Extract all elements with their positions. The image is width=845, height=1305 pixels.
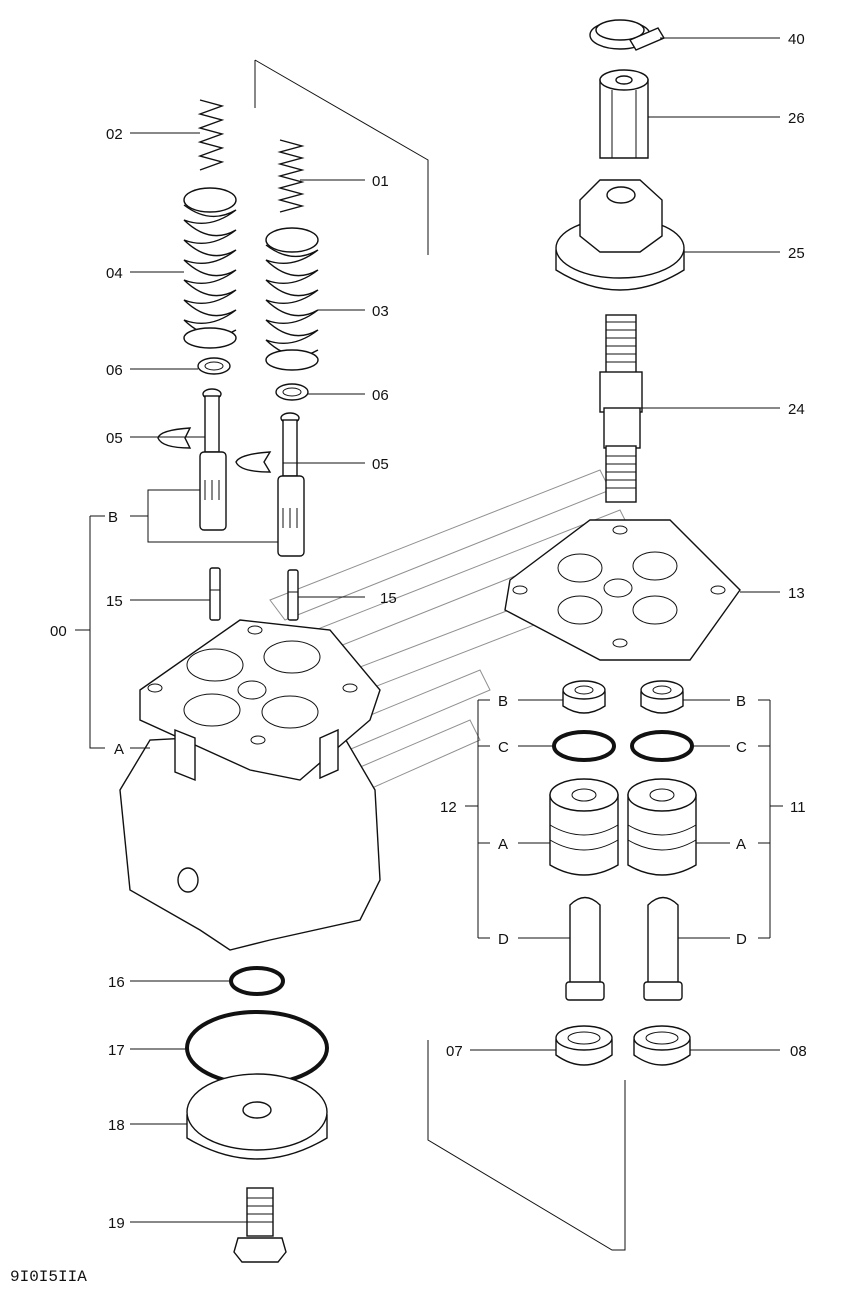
part-15-pin-left (209, 567, 221, 621)
callout-19: 19 (108, 1215, 125, 1232)
part-24-universal-joint (599, 314, 643, 503)
valve-casing (119, 619, 381, 951)
callout-24: 24 (788, 401, 805, 418)
callout-c-12: C (498, 739, 509, 756)
callout-12: 12 (440, 799, 457, 816)
spool-d-left (565, 896, 605, 1001)
part-02-small-spring (197, 99, 225, 171)
part-05-clip-left (157, 427, 192, 449)
callout-18: 18 (108, 1117, 125, 1134)
part-19-bolt (233, 1187, 287, 1263)
callout-26: 26 (788, 110, 805, 127)
callout-b-12: B (498, 693, 508, 710)
callout-01: 01 (372, 173, 389, 190)
callout-17: 17 (108, 1042, 125, 1059)
part-40-hose-clamp (589, 19, 666, 51)
part-01-small-spring (277, 139, 305, 213)
pusher-left (199, 388, 227, 531)
part-16-o-ring (229, 966, 285, 996)
callout-40: 40 (788, 31, 805, 48)
leader-lines (75, 37, 783, 1223)
part-06-washer-right (275, 383, 309, 401)
part-25-disc-nut (555, 179, 685, 291)
callout-a-11: A (736, 836, 746, 853)
spool-d-right (643, 896, 683, 1001)
callout-b-11: B (736, 693, 746, 710)
callout-00: 00 (50, 623, 67, 640)
part-04-large-spring (183, 187, 237, 349)
callout-15-right: 15 (380, 590, 397, 607)
part-08-nut (633, 1025, 691, 1066)
part-05-clip-right (235, 451, 272, 473)
callout-d-12: D (498, 931, 509, 948)
seat-b-right (640, 680, 684, 714)
callout-07: 07 (446, 1043, 463, 1060)
part-06-washer-left (197, 357, 231, 375)
part-15-pin-right (287, 569, 299, 621)
group-bracket-lines (254, 59, 626, 1251)
callout-a-left: A (114, 741, 124, 758)
part-18-cover-disc (186, 1073, 328, 1160)
part-17-o-ring (185, 1010, 329, 1086)
callout-02: 02 (106, 126, 123, 143)
callout-13: 13 (788, 585, 805, 602)
callout-16: 16 (108, 974, 125, 991)
part-03-large-spring (265, 227, 319, 371)
callout-06-right: 06 (372, 387, 389, 404)
callout-25: 25 (788, 245, 805, 262)
o-ring-c-left (552, 730, 616, 762)
figure-id: 9I0I5IIA (10, 1268, 87, 1286)
part-13-port-plate (504, 519, 741, 661)
callout-15-left: 15 (106, 593, 123, 610)
callout-labels: 40 26 25 24 13 02 01 04 03 06 06 05 05 B… (50, 31, 807, 1232)
part-26-coupling (599, 69, 649, 159)
callout-06-left: 06 (106, 362, 123, 379)
callout-c-11: C (736, 739, 747, 756)
part-07-nut (555, 1025, 613, 1066)
callout-04: 04 (106, 265, 123, 282)
callout-05-left: 05 (106, 430, 123, 447)
callout-05-right: 05 (372, 456, 389, 473)
o-ring-c-right (630, 730, 694, 762)
callout-11: 11 (790, 799, 806, 816)
callout-03: 03 (372, 303, 389, 320)
sleeve-a-left (549, 778, 619, 876)
callout-08: 08 (790, 1043, 807, 1060)
callout-a-12: A (498, 836, 508, 853)
callout-b-left: B (108, 509, 118, 526)
callout-d-11: D (736, 931, 747, 948)
seat-b-left (562, 680, 606, 714)
pusher-right (277, 412, 305, 557)
sleeve-a-right (627, 778, 697, 876)
